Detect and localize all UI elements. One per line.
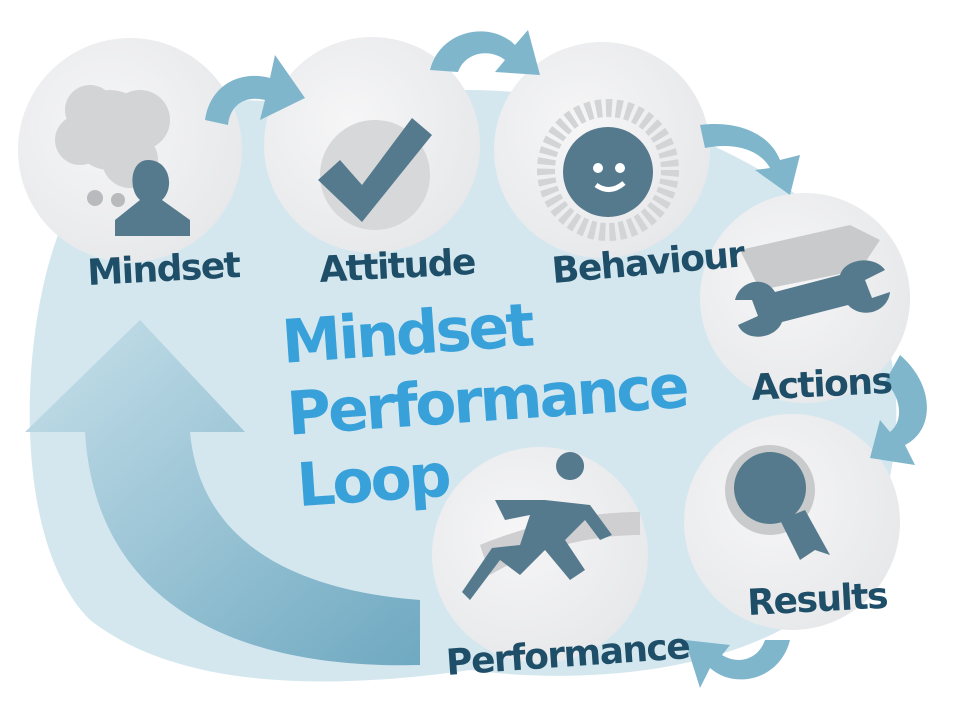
arrow-results-performance: [685, 640, 790, 688]
sprinter-icon: [462, 452, 640, 600]
stage-label-actions: Actions: [750, 361, 892, 409]
award-ribbon-icon: [725, 445, 830, 560]
title-line-3: Loop: [295, 441, 452, 521]
stage-label-results: Results: [746, 576, 888, 624]
smiley-gauge-icon: [537, 99, 679, 241]
wrench-icon: [735, 225, 890, 337]
arrow-behaviour-actions: [700, 124, 800, 195]
arrow-actions-results: [870, 355, 927, 465]
background-blob: [29, 90, 897, 682]
arrow-mindset-attitude: [205, 55, 305, 125]
big-return-arrow: [25, 320, 420, 666]
arrow-attitude-behaviour: [430, 30, 540, 75]
head-thought-icon: [55, 85, 190, 236]
stage-label-attitude: Attitude: [318, 242, 476, 291]
stage-label-mindset: Mindset: [86, 245, 241, 294]
connector-arrows: [205, 30, 927, 688]
checkmark-icon: [318, 118, 432, 230]
